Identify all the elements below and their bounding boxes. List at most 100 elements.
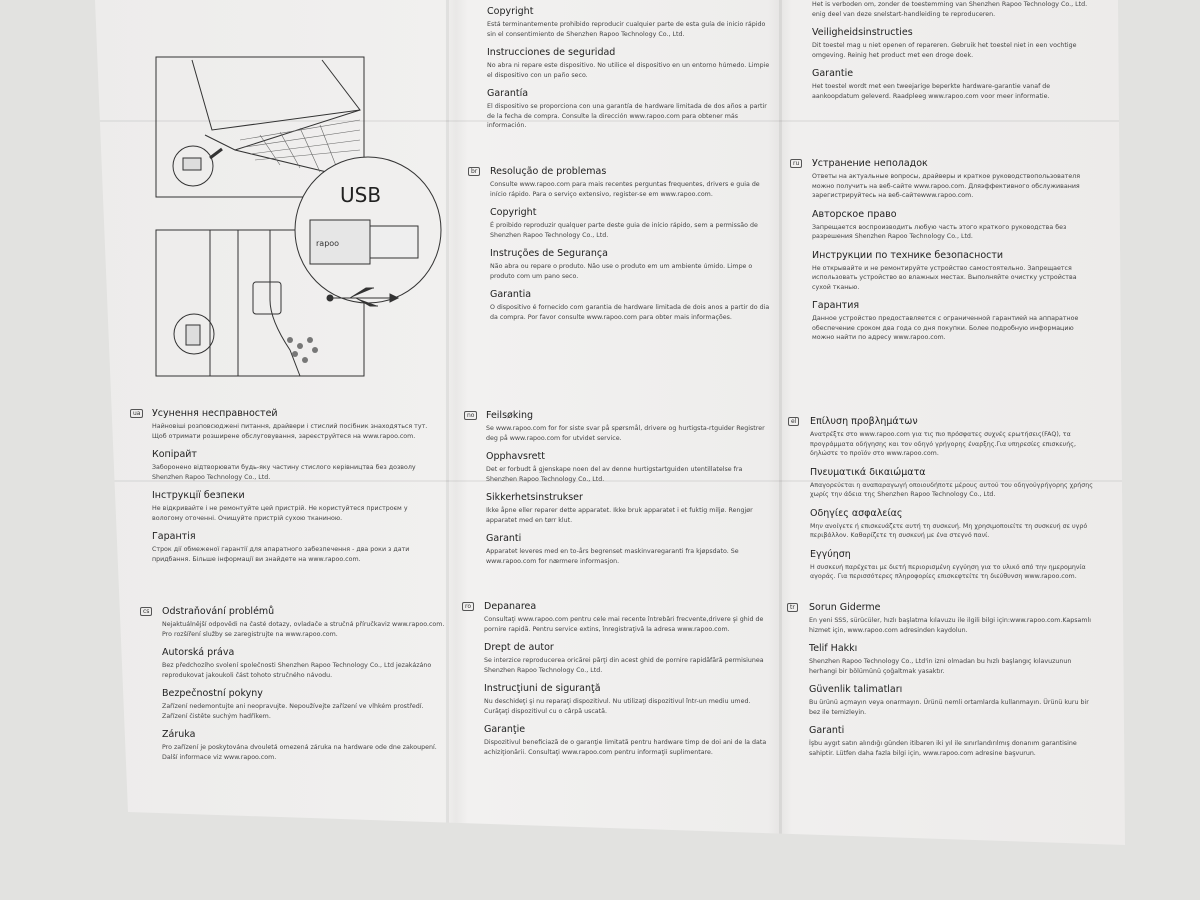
block-text: Het is verboden om, zonder de toestemmin… [812,1,1088,18]
laptop-screen [191,59,361,131]
block-text: Apparatet leveres med en to-års begrense… [486,548,739,565]
arrow-icon [209,147,223,160]
block-heading: Autorská práva [162,647,235,658]
manual-block: Instrucţiuni de siguranţă Nu deschideţi ş… [484,683,769,716]
rapoo-logo: rapoo [316,239,339,248]
block-heading: Güvenlik talimatları [809,684,903,695]
block-heading: Επίλυση προβλημάτων [810,416,918,427]
block-text: Ответы на актуальные вопросы, драйверы и… [812,173,1081,199]
laptop-panel [155,56,365,198]
block-text: Μην ανοίγετε ή επισκευάζετε αυτή τη συσκ… [810,522,1088,540]
block-heading: Instruções de Segurança [490,248,608,259]
block-heading: Копірайт [152,449,197,460]
manual-block: Εγγύηση Η συσκευή παρέχεται με διετή περι… [810,549,1095,582]
fold-line [95,480,1125,482]
block-heading: Усунення несправностей [152,408,278,419]
block-text: Nu deschideţi şi nu reparaţi dispozitivu… [484,698,751,715]
language-code-badge: no [464,411,478,420]
block-heading: Instrucţiuni de siguranţă [484,683,601,694]
manual-block: Copyright É proibido reproduzir qualquer … [490,207,775,240]
block-text: En yeni SSS, sürücüler, hızlı başlatma k… [809,617,1092,634]
block-text: Consultaţi www.rapoo.com pentru cele mai… [484,616,764,633]
block-text: Zařízení nedemontujte ani neopravujte. N… [162,703,424,720]
block-heading: Εγγύηση [810,548,851,560]
block-heading: Instrucciones de seguridad [487,47,616,58]
manual-block: Güvenlik talimatları Bu ürünü açmayın vey… [809,684,1094,717]
block-text: Se www.rapoo.com for for siste svar på s… [486,425,765,442]
block-text: Bu ürünü açmayın veya onarmayın. Ürünü n… [809,699,1089,716]
block-text: Está terminantemente prohibido reproduci… [487,21,766,38]
block-heading: Copyright [490,207,537,218]
manual-block: Instrucciones de seguridad No abra ni rep… [487,47,772,80]
block-text: Не відкривайте і не ремонтуйте цей прист… [152,505,408,522]
block-heading: Πνευματικά δικαιώματα [810,466,926,478]
block-text: Ανατρέξτε στο www.rapoo.com για τις πιο … [810,431,1076,457]
block-heading: Garanti [486,533,522,544]
block-heading: Οδηγίες ασφαλείας [810,507,903,519]
language-code-badge: ru [790,159,803,168]
block-text: Данное устройство предоставляется с огра… [812,315,1079,341]
block-text: Shenzhen Rapoo Technology Co., Ltd'in iz… [809,658,1072,675]
manual-block: CopyrightHet is verboden om, zonder de t… [812,0,1097,19]
block-text: El dispositivo se proporciona con una ga… [487,103,767,129]
block-heading: Bezpečnostní pokyny [162,688,263,699]
block-heading: Záruka [162,729,196,740]
desktop-zoom-circle [173,313,215,355]
block-text: Запрещается воспроизводить любую часть э… [812,223,1067,241]
block-heading: Veiligheidsinstructies [812,27,913,38]
block-text: Se interzice reproducerea oricărei părţi… [484,657,764,674]
block-heading: Depanarea [484,601,537,612]
manual-block: Sorun Giderme En yeni SSS, sürücüler, hız… [809,602,1094,635]
language-code-badge: br [468,167,481,176]
block-heading: Sorun Giderme [809,602,881,613]
language-code-badge: cs [140,607,153,616]
block-text: Dispozitivul beneficiază de o garanţie l… [484,739,767,756]
language-code-badge: ro [462,602,475,611]
fold-line [95,120,1125,122]
block-text: Não abra ou repare o produto. Não use o … [490,263,753,280]
language-section-nl: CopyrightHet is verboden om, zonder de t… [812,0,1097,109]
block-text: Consulte www.rapoo.com para mais recente… [490,181,760,198]
block-text: É proibido reproduzir qualquer parte des… [490,222,758,239]
block-text: Bez předchozího svolení společnosti Shen… [162,662,432,679]
block-text: No abra ni repare este dispositivo. No u… [487,62,770,79]
block-text: Строк дії обмеженої гарантії для апаратн… [152,546,410,563]
block-text: Nejaktuálnější odpovědi na časté dotazy,… [162,621,445,638]
block-text: Заборонено відтворювати будь-яку частину… [152,464,416,481]
block-heading: Гарантия [812,300,860,311]
block-text: İşbu aygıt satın alındığı günden itibare… [809,740,1077,757]
language-code-badge: tr [787,603,798,612]
usb-label: USB [340,183,381,207]
block-heading: Odstraňování problémů [162,606,275,617]
block-text: Η συσκευή παρέχεται με διετή περιορισμέν… [810,563,1086,581]
language-section-tr: tr Sorun Giderme En yeni SSS, sürücüler, h… [787,602,1094,766]
block-text: Не открывайте и не ремонтируйте устройст… [812,264,1077,291]
block-heading: Інструкції безпеки [152,490,245,501]
